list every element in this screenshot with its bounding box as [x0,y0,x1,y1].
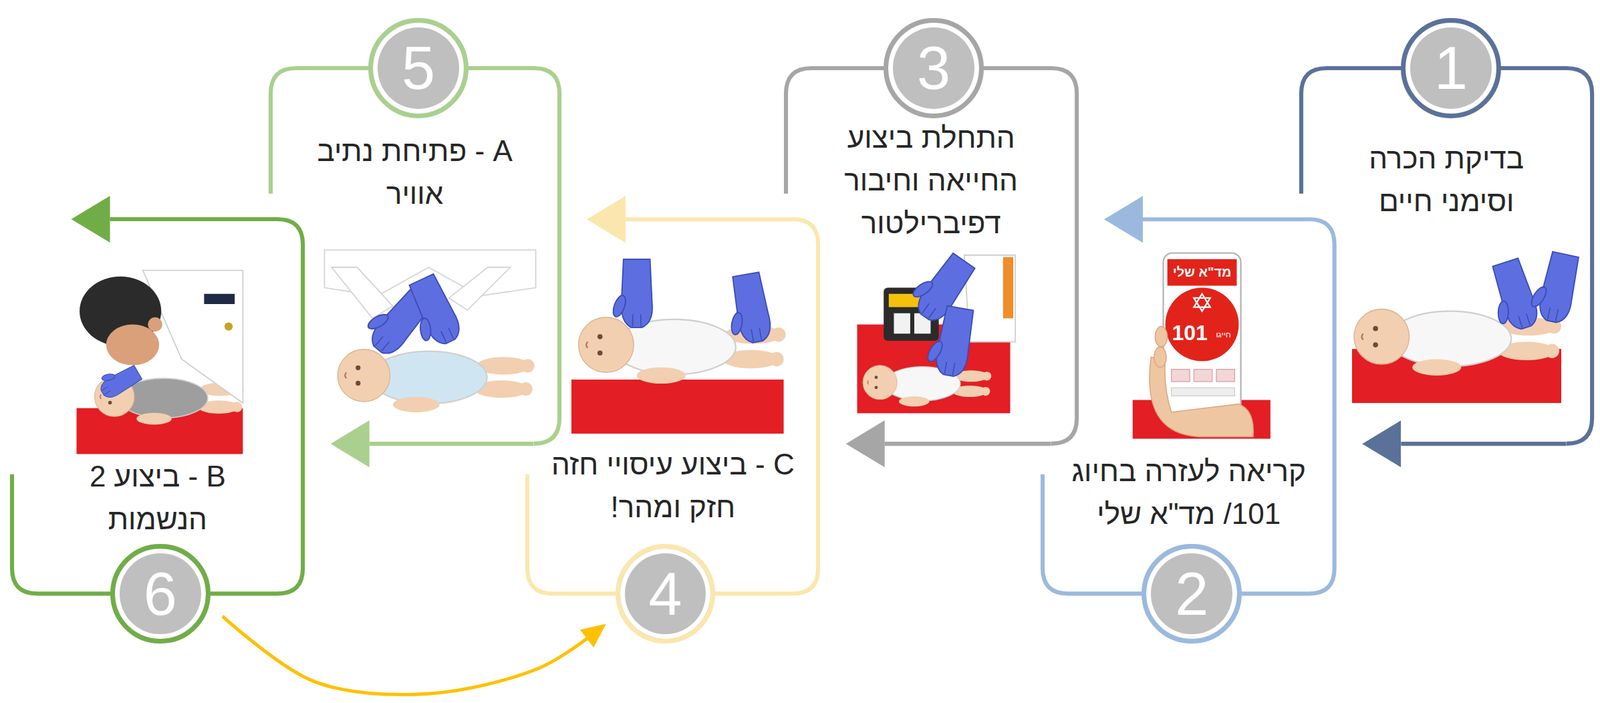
step-panel: 4C - ביצוע עיסויי חזה חזק ומהר! [527,219,819,594]
photo-phone-call [1163,253,1242,417]
photo-phone-call [1154,326,1167,348]
screen-text: 101 [1171,322,1208,344]
step-number: 3 [916,38,951,99]
flow-arrow [369,441,535,446]
panel-outline [270,68,560,444]
photo-rescue-breaths [106,324,160,366]
photo-phone-call [1149,356,1254,437]
exit-arrowhead [71,195,111,243]
step-number-circle: 3 [883,18,984,119]
step-text-block: קריאה לעזרה בחיוג 101/ מד"א שלי [1048,449,1330,536]
panel-outline [785,68,1077,444]
photo-check-response [1480,257,1542,336]
step-text: בדיקת הכרה וסימני חיים [1344,137,1549,223]
photo-phone-call [1167,259,1238,287]
photo-open-airway [397,272,465,353]
panel-outline [1042,219,1335,594]
photo-phone-call [1132,253,1271,440]
step-number: 5 [401,38,436,99]
photo-chest-compressions [571,259,786,434]
photo-rescue-breaths [94,358,144,402]
panel-outline [527,219,819,594]
step-panel: 6B - ביצוע 2 הנשמות [12,219,303,594]
photo-rescue-breaths [76,270,244,455]
loop-back-arrow [222,616,587,695]
photo-chest-compressions [571,379,784,434]
photo-rescue-breaths [224,322,233,331]
photo-phone-call [1165,288,1240,362]
step-panel: 3התחלת ביצוע החייאה וחיבור דפיברילטור [785,68,1077,444]
step-panel: 5A - פתיחת נתיב אוויר [270,68,560,444]
panel-outline [12,219,303,594]
photo-rescue-breaths [147,317,162,332]
step-text-block: C - ביצוע עיסויי חזה חזק ומהר! [550,443,796,529]
photo-phone-call [1171,387,1236,396]
photo-phone-call [1193,298,1210,312]
step-number-circle: 5 [368,18,469,119]
photo-defibrillator [857,245,1016,414]
photo-open-airway [337,349,535,413]
flow-arrow [625,217,793,222]
panel-outline [270,68,560,444]
photo-rescue-breaths [203,294,235,305]
screen-text: מד"א שלי [1172,265,1232,280]
step-number-circle: 2 [1141,544,1242,645]
step-number: 2 [1174,564,1209,625]
panel-outline [527,219,819,594]
photo-open-airway [331,267,393,319]
photo-chest-compressions [610,259,653,328]
photo-check-response [1352,249,1581,404]
photo-phone-call [1154,346,1167,368]
photo-phone-call [1216,369,1235,382]
screen-text: חייגו [1215,330,1231,339]
photo-defibrillator [893,313,910,335]
photo-defibrillator [1003,257,1014,319]
photo-phone-call [1171,369,1190,382]
step-number: 4 [648,564,682,625]
panel-outline [1301,68,1592,444]
step-text-block: התחלת ביצוע החייאה וחיבור דפיברילטור [814,116,1049,245]
step-text: C - ביצוע עיסויי חזה חזק ומהר! [550,443,796,529]
step-panel: 1בדיקת הכרה וסימני חיים [1301,68,1592,444]
flow-arrow [884,441,1052,446]
photo-defibrillator [922,303,976,379]
panel-outline [1301,68,1592,444]
step-number-circle: 6 [110,544,211,645]
step-text-block: בדיקת הכרה וסימני חיים [1344,137,1549,223]
photo-rescue-breaths [143,270,244,404]
step-number-circle: 1 [1400,18,1502,119]
step-text: התחלת ביצוע החייאה וחיבור דפיברילטור [814,116,1049,245]
step-number: 6 [143,564,178,625]
flow-arrow [1400,441,1566,446]
step-text: A - פתיחת נתיב אוויר [292,129,537,216]
photo-defibrillator [862,365,992,408]
step-number-circle: 4 [615,544,716,645]
photo-chest-compressions [720,272,774,347]
flow-arrow [1142,217,1310,222]
step-text-block: B - ביצוע 2 הנשמות [60,455,255,541]
photo-open-airway [449,267,511,311]
step-number: 1 [1434,38,1468,99]
photo-phone-call [1193,369,1212,382]
photo-check-response [1525,249,1581,325]
photo-open-airway [324,249,537,413]
step-text: קריאה לעזרה בחיוג 101/ מד"א שלי [1048,449,1330,536]
panel-outline [12,219,303,594]
step-text: B - ביצוע 2 הנשמות [60,455,255,541]
step-text-block: A - פתיחת נתיב אוויר [292,129,537,216]
